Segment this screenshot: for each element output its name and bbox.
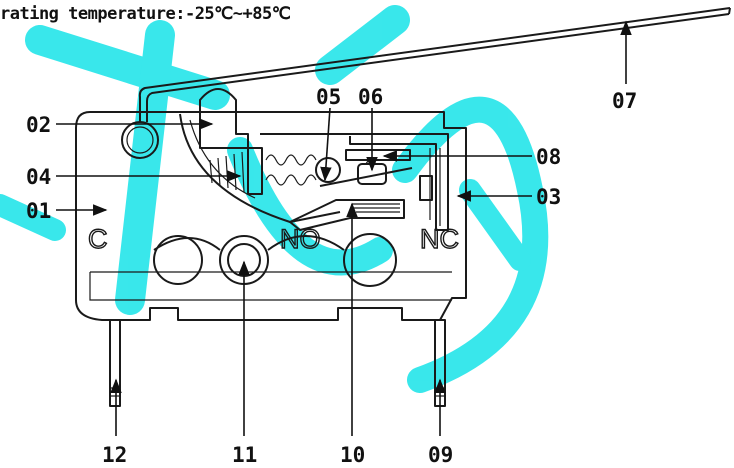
- part-label-03: 03: [536, 185, 561, 209]
- actuator-lever: [138, 7, 731, 122]
- part-label-09: 09: [428, 443, 453, 467]
- terminal-pins: [109, 319, 446, 407]
- no-contact: [289, 199, 405, 231]
- leader-lines: [56, 20, 632, 436]
- part-label-11: 11: [232, 443, 257, 467]
- mounting-hole-right: [343, 233, 397, 287]
- part-label-01: 01: [26, 199, 51, 223]
- part-label-10: 10: [340, 443, 365, 467]
- part-numbers: 02 04 01 05 06 08 03 07 12 11 10 09: [26, 85, 637, 467]
- nc-contact-frame: [260, 133, 449, 231]
- terminal-label-no: NO: [280, 224, 321, 254]
- plunger-button: [199, 88, 249, 149]
- switch-housing: [75, 111, 467, 321]
- terminal-label-nc: NC: [420, 224, 459, 254]
- part-label-06: 06: [358, 85, 383, 109]
- part-label-12: 12: [102, 443, 127, 467]
- part-label-08: 08: [536, 145, 561, 169]
- part-label-07: 07: [612, 89, 637, 113]
- pivot-hole: [121, 121, 159, 159]
- spring: [209, 151, 245, 193]
- temperature-rating-text: rating temperature:-25℃~+85℃: [0, 4, 291, 24]
- terminal-label-c: C: [88, 224, 108, 254]
- pivot-pin: [315, 157, 341, 183]
- part-label-05: 05: [316, 85, 341, 109]
- contact-blade: [319, 167, 413, 187]
- part-label-04: 04: [26, 165, 51, 189]
- part-label-02: 02: [26, 113, 51, 137]
- mounting-hole-left: [153, 235, 203, 285]
- watermark-graphic: [0, 5, 549, 393]
